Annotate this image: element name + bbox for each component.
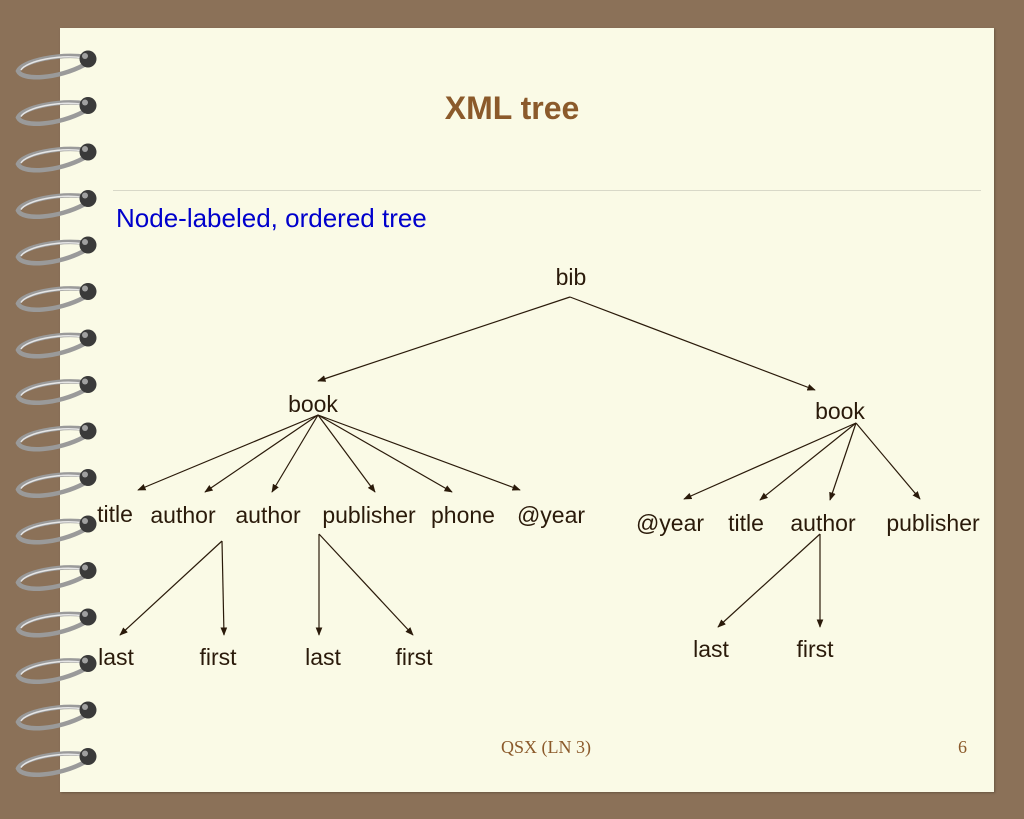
edge-book1-year [317, 414, 521, 491]
node-author-3: author [790, 510, 856, 536]
tree-edges [119, 296, 921, 636]
binding-ring [15, 329, 97, 359]
node-publisher-1: publisher [322, 502, 416, 528]
node-year-1: @year [517, 502, 585, 528]
subtitle-ordered-tree: ordered tree [285, 203, 427, 233]
binding-ring [15, 376, 97, 405]
edge-book1-author2 [271, 414, 319, 493]
node-author-2: author [235, 502, 301, 528]
title-divider [113, 190, 981, 191]
node-last-1: last [98, 644, 134, 670]
node-publisher-2: publisher [886, 510, 980, 536]
node-book-2: book [815, 398, 865, 424]
binding-ring [15, 608, 97, 638]
edge-book2-year [683, 422, 857, 500]
binding-ring [15, 283, 97, 312]
binding-ring [15, 515, 97, 545]
node-first-3: first [796, 636, 834, 662]
binding-ring [15, 190, 97, 219]
edge-publisher-first [318, 533, 414, 636]
binding-ring [15, 236, 97, 266]
edge-author3-last [717, 533, 821, 628]
spiral-binding [15, 50, 97, 777]
edge-book1-author1 [204, 414, 319, 493]
slide-subtitle: Node-labeled, ordered tree [116, 203, 427, 234]
edge-bib-book2 [569, 296, 816, 391]
node-author-1: author [150, 502, 216, 528]
node-year-2: @year [636, 510, 704, 536]
page-number: 6 [958, 737, 967, 757]
edge-book1-title [137, 414, 319, 491]
subtitle-separator: , [270, 203, 286, 233]
slide-footer: QSX (LN 3) [501, 737, 591, 757]
binding-ring [15, 422, 97, 452]
edge-book2-author [829, 422, 857, 501]
node-book-1: book [288, 391, 338, 417]
binding-ring [15, 143, 97, 173]
subtitle-node-labeled: Node-labeled [116, 203, 271, 233]
edge-book1-publisher [317, 414, 376, 493]
node-last-3: last [693, 636, 729, 662]
binding-ring [15, 50, 97, 80]
binding-ring [15, 469, 97, 498]
binding-ring [15, 748, 97, 777]
node-title-2: title [728, 510, 764, 536]
binding-ring [15, 655, 97, 684]
binding-ring [15, 562, 97, 591]
edge-author1-last [119, 540, 223, 636]
binding-ring [15, 701, 97, 731]
edge-book1-phone [317, 414, 453, 493]
binding-ring [15, 97, 97, 126]
edge-author1-first [220, 540, 228, 636]
slide-title: XML tree [444, 90, 580, 126]
tree-nodes: bib book book title author author publis… [97, 264, 980, 670]
node-first-2: first [395, 644, 433, 670]
slide-page [60, 28, 994, 792]
edge-book2-publisher [855, 422, 921, 500]
edge-bib-book1 [317, 296, 571, 382]
node-phone: phone [431, 502, 495, 528]
node-first-1: first [199, 644, 237, 670]
node-bib: bib [556, 264, 587, 290]
node-title-1: title [97, 501, 133, 527]
node-last-2: last [305, 644, 341, 670]
edge-book2-title [759, 422, 857, 501]
